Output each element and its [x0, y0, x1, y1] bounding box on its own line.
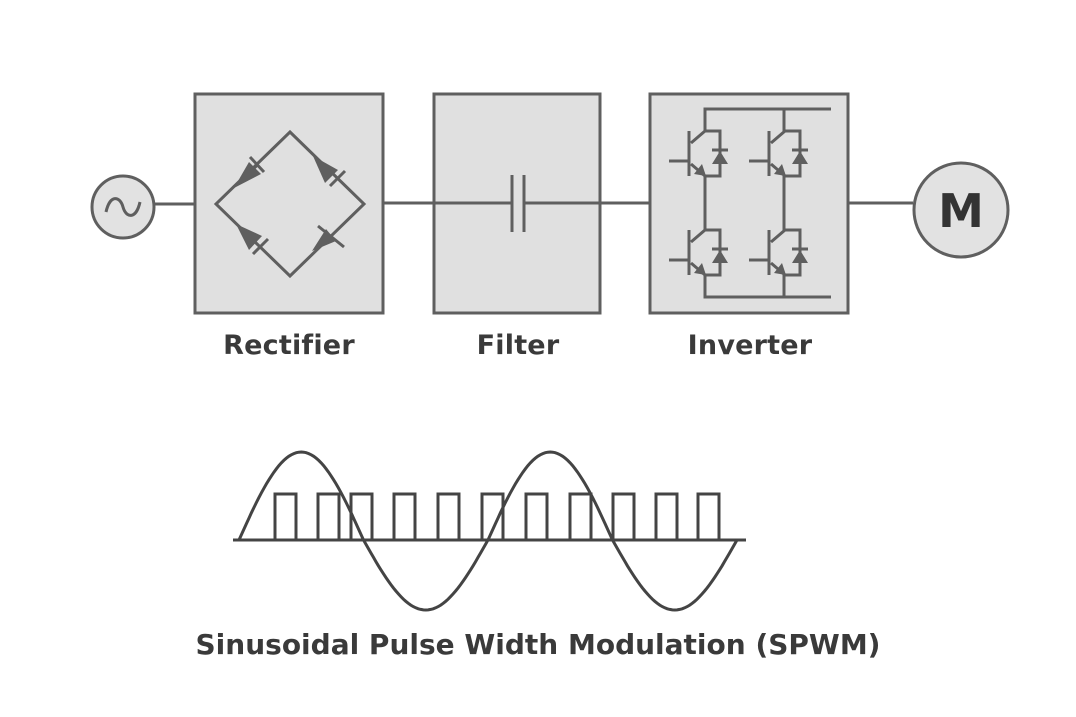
filter-block — [432, 92, 602, 315]
pwm-pulse — [480, 492, 505, 540]
pwm-pulse — [654, 492, 679, 540]
igbt-icon — [749, 129, 808, 178]
filter-label: Filter — [476, 330, 560, 361]
capacitor-icon — [434, 175, 600, 232]
sine-reference-wave — [237, 450, 739, 612]
spwm-waveform — [233, 450, 746, 612]
pwm-pulse — [568, 492, 593, 540]
motor-icon: M — [912, 161, 1010, 259]
rectifier-block — [193, 92, 385, 315]
motor-symbol: M — [938, 184, 984, 238]
pwm-pulse — [349, 492, 374, 540]
pwm-pulse — [316, 492, 341, 540]
igbt-icon — [749, 228, 808, 277]
inverter-label: Inverter — [687, 330, 813, 361]
igbt-icon — [669, 129, 728, 178]
igbt-bridge-icon — [703, 107, 831, 299]
ac-source-icon — [90, 174, 156, 240]
inverter-block — [648, 92, 850, 315]
pwm-pulse — [273, 492, 298, 540]
pwm-pulse — [436, 492, 461, 540]
pwm-pulse — [392, 492, 417, 540]
pwm-pulse — [524, 492, 549, 540]
spwm-caption: Sinusoidal Pulse Width Modulation (SPWM) — [195, 628, 881, 661]
igbt-icon — [669, 228, 728, 277]
rectifier-label: Rectifier — [223, 330, 355, 361]
diode-bridge-icon — [213, 129, 367, 279]
pwm-pulse — [611, 492, 636, 540]
pwm-pulse — [696, 492, 721, 540]
